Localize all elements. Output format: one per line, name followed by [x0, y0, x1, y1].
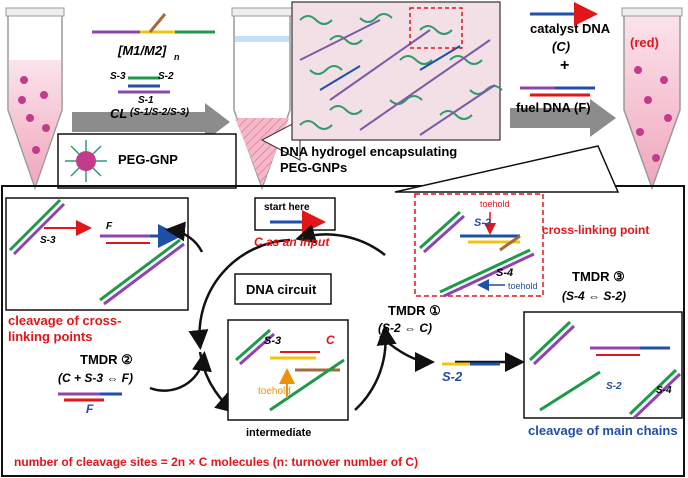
label-crosslink-toehold-2: toehold — [508, 281, 538, 291]
panel-crosslink-point — [414, 193, 544, 298]
label-catalyst-c: (C) — [552, 39, 571, 54]
panel-cleaved-crosslink — [5, 197, 189, 311]
label-s1-top: S-1 — [138, 95, 154, 106]
label-peg-gnp: PEG-GNP — [118, 152, 178, 167]
label-tmdr2-eq: (C + S-3 ⇔ F) — [58, 371, 134, 385]
label-cleavage-main: cleavage of main chains — [528, 423, 678, 438]
label-fuel: fuel DNA (F) — [516, 100, 591, 115]
label-dna-circuit: DNA circuit — [246, 282, 317, 297]
tube-left — [5, 7, 65, 191]
process-arrow-2 — [510, 99, 616, 137]
label-tmdr3: TMDR ③ — [572, 269, 625, 284]
label-tmdr3-eq: (S-4 ⇔ S-2) — [562, 289, 627, 303]
polymer-strand-icon — [92, 13, 215, 34]
label-f-small: F — [86, 402, 94, 416]
label-tmdr1-eq: (S-2 ⇔ C) — [378, 321, 432, 335]
label-s2-output: S-2 — [442, 369, 463, 384]
label-crosslink-toehold: toehold — [480, 199, 510, 209]
label-cleavage-cross-1: cleavage of cross- — [8, 313, 122, 328]
label-hydrogel-1: DNA hydrogel encapsulating — [280, 144, 458, 159]
label-intermediate-toehold: toehold — [258, 386, 291, 397]
polymer-label: [M1/M2] — [118, 43, 167, 58]
mechanism-frame — [1, 185, 685, 477]
start-here-box — [254, 197, 336, 234]
label-cl-detail: (S-1/S-2/S-3) — [130, 107, 189, 118]
label-s2-top: S-2 — [158, 71, 174, 82]
label-left-s3: S-3 — [40, 235, 56, 246]
label-hydrogel-2: PEG-GNPs — [280, 160, 348, 175]
label-plus: + — [560, 57, 570, 74]
label-crosslink-s2: S-2 — [474, 217, 492, 229]
label-s3-top: S-3 — [110, 71, 126, 82]
label-start-here: start here — [264, 202, 310, 213]
crosslinker-strand-icon — [118, 76, 170, 94]
label-intermediate: intermediate — [246, 427, 312, 439]
label-intermediate-s3: S-3 — [264, 335, 282, 347]
label-left-f: F — [106, 221, 113, 232]
label-cl: CL — [110, 106, 128, 121]
fuel-strand-icon — [520, 86, 595, 97]
label-tmdr2: TMDR ② — [80, 352, 133, 367]
peg-gnp-legend — [57, 133, 237, 189]
panel-intermediate — [227, 319, 349, 421]
label-right-s4: S-4 — [656, 385, 672, 396]
callout-wedge — [394, 145, 620, 193]
label-cleavage-cross-2: linking points — [8, 329, 93, 344]
dna-circuit-box — [234, 273, 332, 305]
footer-formula: number of cleavage sites = 2n × C molecu… — [14, 455, 419, 469]
label-intermediate-c: C — [326, 333, 335, 347]
panel-main-chain-cleavage — [523, 311, 683, 420]
label-tmdr1: TMDR ① — [388, 303, 441, 318]
label-c-input: C as an input — [254, 235, 330, 249]
fuel-strand-small-icon — [58, 392, 122, 402]
label-right-s2: S-2 — [606, 381, 622, 392]
hydrogel-zoom-panel — [260, 1, 503, 161]
label-crosslink-s4: S-4 — [496, 267, 514, 279]
label-catalyst: catalyst DNA — [530, 21, 611, 36]
polymer-subscript: n — [174, 52, 180, 62]
label-red: (red) — [630, 35, 659, 50]
process-arrow-1 — [72, 103, 230, 141]
tube-right — [621, 7, 683, 191]
label-crosslink-title: cross-linking point — [542, 223, 650, 237]
